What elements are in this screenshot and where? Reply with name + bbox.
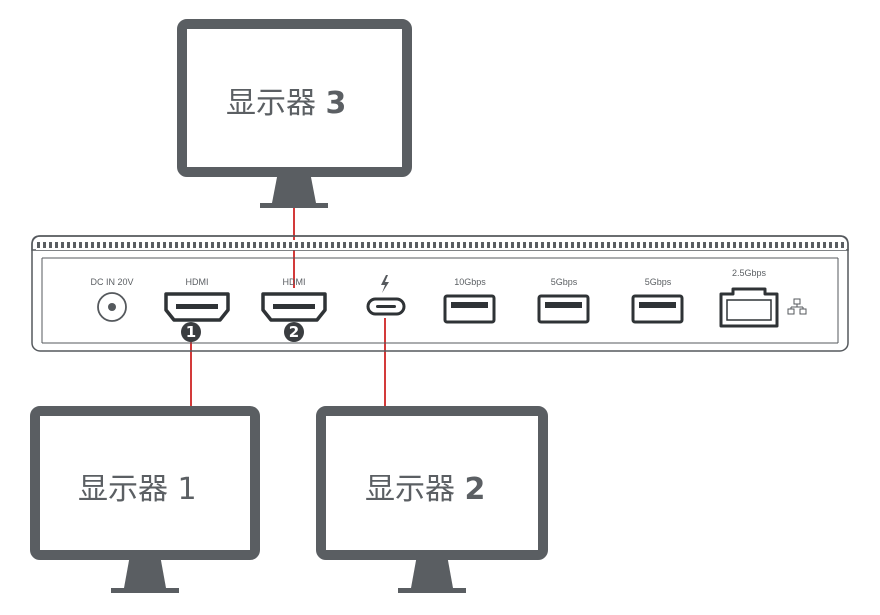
monitor-3-stand bbox=[272, 172, 316, 203]
port-label-hdmi-1: HDMI bbox=[185, 277, 209, 287]
dock-body bbox=[31, 235, 849, 352]
monitor-1 bbox=[30, 406, 260, 593]
usb-c-port-icon bbox=[366, 297, 406, 316]
monitor-1-label: 显示器 1 bbox=[78, 472, 197, 507]
hdmi-1-badge: 1 bbox=[185, 323, 197, 341]
port-label-ethernet: 2.5Gbps bbox=[731, 268, 767, 278]
dock-vent-strip bbox=[36, 240, 846, 250]
port-label-usb-10: 10Gbps bbox=[454, 277, 486, 287]
monitor-3-label: 显示器 3 bbox=[226, 86, 347, 121]
monitor-2 bbox=[316, 406, 548, 593]
usb-a-icon bbox=[631, 294, 684, 324]
monitor-2-base bbox=[398, 588, 466, 593]
port-label-usb-5b: 5Gbps bbox=[644, 277, 672, 287]
usb-a-icon bbox=[443, 294, 496, 324]
monitor-1-number: 1 bbox=[177, 472, 197, 507]
network-symbol-icon bbox=[787, 298, 807, 315]
badge-circle-2 bbox=[284, 322, 304, 342]
usb-a-icon bbox=[537, 294, 590, 324]
hdmi-icon bbox=[164, 292, 230, 322]
port-label-usb-5a: 5Gbps bbox=[550, 277, 578, 287]
monitor-2-stand bbox=[411, 555, 453, 588]
barrel-jack-icon bbox=[97, 292, 127, 322]
badge-circle-1 bbox=[181, 322, 201, 342]
ethernet-icon bbox=[719, 287, 779, 328]
dock bbox=[31, 235, 849, 352]
port-label-hdmi-2: HDMI bbox=[282, 277, 306, 287]
thunderbolt-icon bbox=[381, 275, 389, 293]
usb-c-tongue bbox=[376, 305, 396, 308]
hdmi-2-badge: 2 bbox=[288, 323, 300, 341]
monitor-2-number: 2 bbox=[464, 472, 486, 507]
monitor-1-base bbox=[111, 588, 179, 593]
hdmi-icon bbox=[261, 292, 327, 322]
monitor-3-base bbox=[260, 203, 328, 208]
monitor-3 bbox=[177, 19, 412, 208]
monitor-1-stand bbox=[124, 555, 166, 588]
port-label-dc-in: DC IN 20V bbox=[90, 277, 134, 287]
monitor-3-number: 3 bbox=[325, 86, 347, 121]
monitor-2-label: 显示器 2 bbox=[365, 472, 486, 507]
